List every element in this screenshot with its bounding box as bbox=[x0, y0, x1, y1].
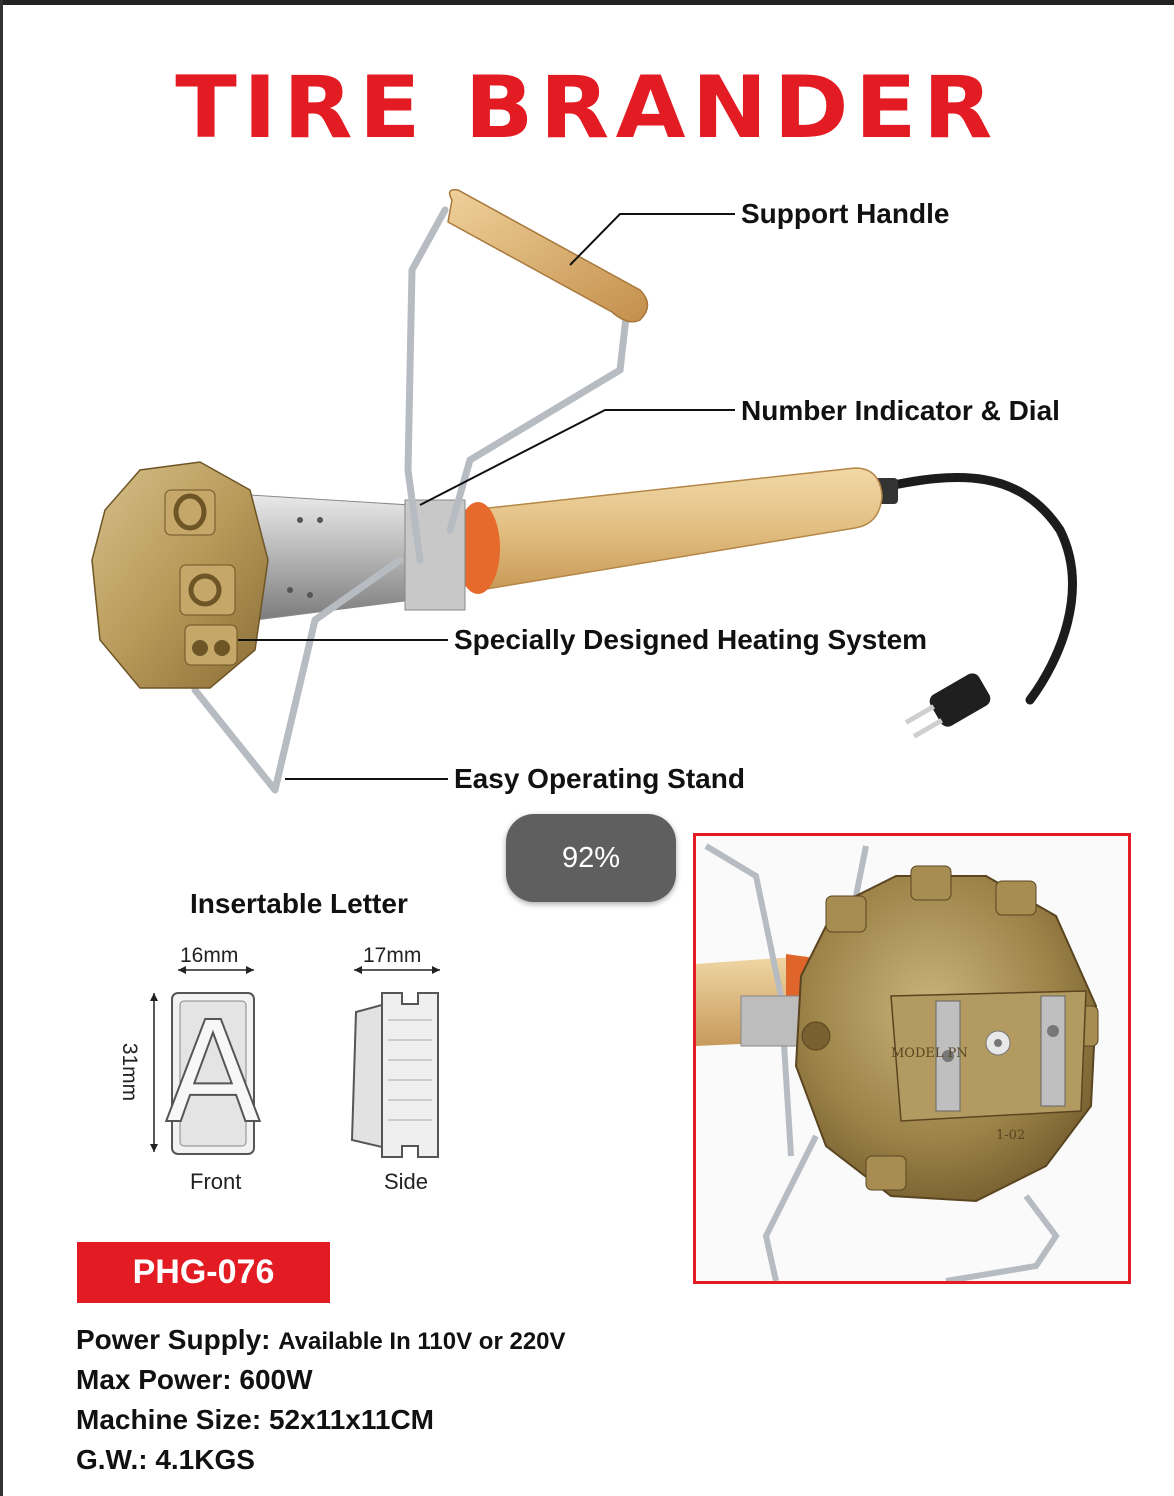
spec-value: 4.1KGS bbox=[155, 1444, 255, 1475]
orange-collar bbox=[456, 502, 500, 594]
brass-head bbox=[91, 461, 269, 689]
height-label: 31mm bbox=[118, 1042, 142, 1102]
spec-value: 52x11x11CM bbox=[268, 1404, 434, 1435]
spec-machine-size: Machine Size: 52x11x11CM bbox=[76, 1400, 566, 1440]
letter-side-diagram bbox=[350, 966, 440, 1158]
closeup-illustration bbox=[696, 843, 1099, 1281]
spec-value: Available In 110V or 220V bbox=[278, 1328, 566, 1355]
callout-stand: Easy Operating Stand bbox=[454, 763, 745, 794]
spec-label: Machine Size: bbox=[76, 1404, 262, 1435]
power-cord bbox=[875, 473, 1077, 705]
heater-barrel bbox=[249, 494, 413, 621]
leader-number-indicator bbox=[419, 409, 735, 506]
letter-glyph: A bbox=[164, 991, 262, 1156]
spec-label: Power Supply: bbox=[76, 1324, 271, 1355]
power-plug-icon bbox=[904, 673, 991, 739]
callout-number-indicator: Number Indicator & Dial bbox=[741, 395, 1060, 426]
front-caption: Front bbox=[190, 1169, 242, 1194]
leader-support-handle bbox=[569, 213, 735, 266]
spec-max-power: Max Power: 600W bbox=[76, 1360, 566, 1400]
callout-support-handle: Support Handle bbox=[741, 198, 950, 229]
side-caption: Side bbox=[384, 1169, 429, 1194]
zoom-level-indicator[interactable]: 92% bbox=[506, 814, 676, 902]
spec-label: Max Power: bbox=[76, 1364, 232, 1395]
page-title: TIRE BRANDER bbox=[175, 58, 999, 158]
stand-wire bbox=[191, 556, 404, 794]
closeup-photo: MODEL PN 1-02 bbox=[693, 833, 1131, 1284]
wooden-grip bbox=[447, 188, 649, 323]
plate-stamp: MODEL PN bbox=[891, 1046, 968, 1061]
spec-value: 600W bbox=[239, 1364, 313, 1395]
top-border bbox=[0, 0, 1174, 5]
spec-label: G.W.: bbox=[76, 1444, 148, 1475]
side-width-label: 17mm bbox=[363, 944, 422, 967]
letter-front-diagram bbox=[150, 966, 255, 1155]
left-border bbox=[0, 0, 3, 1496]
model-badge: PHG-076 bbox=[77, 1242, 330, 1303]
main-wooden-handle bbox=[469, 467, 883, 591]
callout-heating-system: Specially Designed Heating System bbox=[454, 624, 928, 655]
insertable-letter-title: Insertable Letter bbox=[190, 888, 408, 919]
serial-stamp: 1-02 bbox=[996, 1128, 1026, 1143]
spec-gross-weight: G.W.: 4.1KGS bbox=[76, 1440, 566, 1480]
front-width-label: 16mm bbox=[180, 944, 239, 967]
spec-power-supply: Power Supply: Available In 110V or 220V bbox=[76, 1320, 566, 1360]
support-handle-wire bbox=[404, 206, 449, 564]
spec-list: Power Supply: Available In 110V or 220V … bbox=[76, 1320, 566, 1480]
